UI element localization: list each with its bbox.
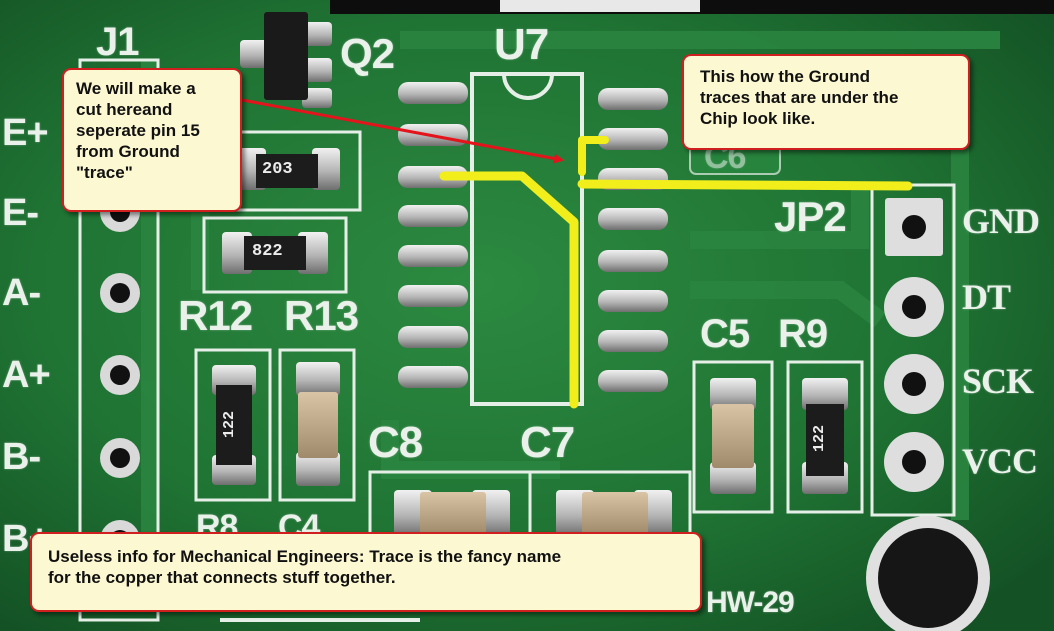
label-sck: SCK xyxy=(962,361,1034,401)
label-r13: R13 xyxy=(284,292,359,339)
board-top-white xyxy=(500,0,700,12)
u7-right-pads xyxy=(598,88,668,392)
resistor-203 xyxy=(216,130,362,212)
highlighted-ground-trace xyxy=(439,136,913,409)
label-r9: R9 xyxy=(778,312,828,356)
label-jp2: JP2 xyxy=(774,193,847,240)
label-a-minus: A- xyxy=(2,272,41,314)
r12-resistor xyxy=(194,348,272,502)
label-dt: DT xyxy=(962,277,1011,317)
label-hw: HW-29 xyxy=(706,586,795,619)
c8-capacitor xyxy=(368,470,532,554)
r9-resistor xyxy=(786,360,864,514)
r13-capacitor xyxy=(278,348,356,502)
label-c7: C7 xyxy=(520,418,575,467)
label-u7: U7 xyxy=(494,20,549,69)
c5-capacitor xyxy=(692,360,774,514)
callout-ground: This how the Ground traces that are unde… xyxy=(682,54,970,150)
u7-notch xyxy=(502,73,554,100)
q2-transistor xyxy=(240,12,332,108)
code-r12: 122 xyxy=(221,410,239,439)
code-203: 203 xyxy=(262,160,293,179)
label-c8: C8 xyxy=(368,418,423,467)
jp2-header xyxy=(870,183,956,517)
label-j1: J1 xyxy=(96,20,139,64)
label-e-plus: E+ xyxy=(2,112,49,154)
callout-cut: We will make a cut hereand seperate pin … xyxy=(62,68,242,212)
label-r12: R12 xyxy=(178,292,253,339)
label-gnd: GND xyxy=(962,201,1040,241)
code-r9: 122 xyxy=(811,424,829,453)
callout-info: Useless info for Mechanical Engineers: T… xyxy=(30,532,702,612)
resistor-822 xyxy=(202,216,348,294)
j1-outline xyxy=(78,58,160,622)
cut-arrow xyxy=(241,98,564,164)
code-822: 822 xyxy=(252,242,283,261)
label-q2: Q2 xyxy=(340,30,395,77)
u7-outline xyxy=(470,72,584,406)
label-vcc: VCC xyxy=(962,441,1038,481)
label-e-minus: E- xyxy=(2,192,39,234)
label-c5: C5 xyxy=(700,312,750,356)
label-b-minus: B- xyxy=(2,436,41,478)
mounting-hole xyxy=(866,516,990,631)
label-a-plus: A+ xyxy=(2,354,51,396)
